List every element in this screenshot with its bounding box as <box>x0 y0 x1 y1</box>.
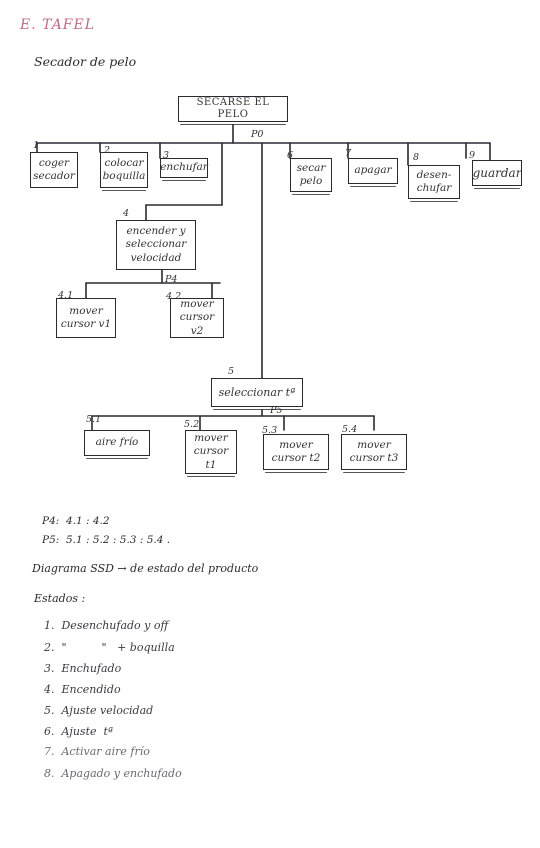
node-4-number: 4 <box>123 208 130 219</box>
estado-6: 6. Ajuste tª <box>44 725 114 738</box>
estado-3: 3. Enchufado <box>44 662 122 675</box>
estado-1: 1. Desenchufado y off <box>44 619 169 632</box>
node-5-4-mover-cursor-t3: mover cursor t3 <box>341 434 407 470</box>
node-5-number: 5 <box>228 366 235 377</box>
node-2-colocar-boquilla: colocar boquilla <box>100 152 148 188</box>
page-title: Secador de pelo <box>34 54 137 69</box>
node-4-1-number: 4.1 <box>58 290 74 301</box>
header-code: E. TAFEL <box>20 17 96 33</box>
node-9-number: 9 <box>469 150 476 161</box>
node-5-seleccionar-temperatura: seleccionar tª <box>211 378 303 407</box>
node-6-secar-pelo: secar pelo <box>290 158 332 192</box>
node-3-enchufar: enchufar <box>160 158 208 178</box>
ssd-heading: Diagrama SSD → de estado del producto <box>32 562 259 575</box>
node-1-number: 1 <box>33 140 40 151</box>
node-1-coger-secador: coger secador <box>30 152 78 188</box>
node-7-apagar: apagar <box>348 158 398 184</box>
node-5-1-aire-frio: aire frío <box>84 430 150 456</box>
node-5-3-number: 5.3 <box>262 425 278 436</box>
plan-p4-text: P4: 4.1 : 4.2 <box>42 515 110 527</box>
plan-5-label: P5 <box>270 405 283 416</box>
estado-8: 8. Apagado y enchufado <box>44 767 182 780</box>
estado-5: 5. Ajuste velocidad <box>44 704 154 717</box>
node-4-encender-seleccionar-velocidad: encender y seleccionar velocidad <box>116 220 196 270</box>
plan-p5-text: P5: 5.1 : 5.2 : 5.3 : 5.4 . <box>42 534 171 546</box>
plan-0-label: P0 <box>251 129 264 140</box>
node-5-3-mover-cursor-t2: mover cursor t2 <box>263 434 329 470</box>
node-5-2-mover-cursor-t1: mover cursor t1 <box>185 430 237 474</box>
estado-2: 2. " " + boquilla <box>44 641 175 654</box>
node-5-1-number: 5.1 <box>86 414 102 425</box>
node-4-1-mover-cursor-v1: mover cursor v1 <box>56 298 116 338</box>
node-4-2-mover-cursor-v2: mover cursor v2 <box>170 298 224 338</box>
plan-4-label: P4 <box>165 274 178 285</box>
node-7-number: 7 <box>345 148 352 159</box>
node-8-number: 8 <box>413 152 420 163</box>
estado-4: 4. Encendido <box>44 683 121 696</box>
node-8-desenchufar: desen-chufar <box>408 165 460 199</box>
root-node: SECARSE EL PELO <box>178 96 288 122</box>
estados-title: Estados : <box>34 592 86 605</box>
node-4-2-number: 4.2 <box>166 291 182 302</box>
node-3-number: 3 <box>163 150 170 161</box>
node-6-number: 6 <box>287 150 294 161</box>
node-2-number: 2 <box>104 145 111 156</box>
node-5-2-number: 5.2 <box>184 419 200 430</box>
estado-7: 7. Activar aire frío <box>44 745 150 758</box>
node-5-4-number: 5.4 <box>342 424 358 435</box>
node-9-guardar: guardar <box>472 160 522 186</box>
